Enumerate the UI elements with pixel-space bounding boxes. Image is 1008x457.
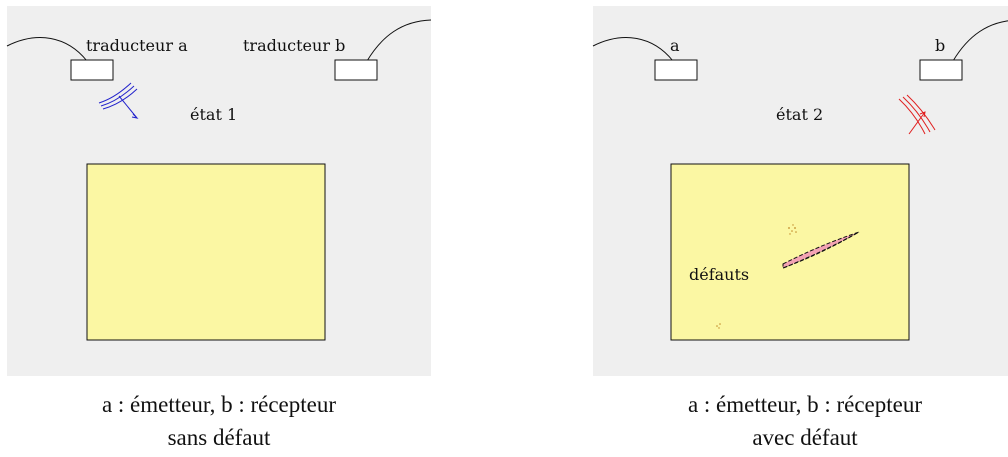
cable-a [6, 37, 88, 62]
caption-state-1: a : émetteur, b : récepteur sans défaut [7, 388, 431, 454]
caption-line-2: avec défaut [752, 425, 858, 450]
panel-state-2: a b état 2 défauts [592, 6, 1008, 376]
porosity-cluster [788, 224, 797, 235]
transducer-b-label: traducteur b [243, 36, 345, 55]
transducer-b-label: b [935, 36, 945, 55]
caption-line-2: sans défaut [167, 425, 271, 450]
porosity-small [716, 323, 721, 329]
received-wave [898, 94, 936, 135]
caption-line-1: a : émetteur, b : récepteur [687, 392, 923, 417]
panel-state-1: traducteur a traducteur b état 1 [6, 6, 432, 376]
cable-a [592, 37, 674, 62]
state-label: état 1 [190, 105, 237, 124]
crack-defect-edge [782, 231, 860, 269]
crack-defect [782, 231, 860, 269]
cable-b [366, 19, 432, 62]
defects-label: défauts [689, 265, 749, 284]
transducer-b [334, 59, 378, 81]
caption-state-2: a : émetteur, b : récepteur avec défaut [593, 388, 1008, 454]
specimen-block [670, 163, 910, 341]
caption-line-1: a : émetteur, b : récepteur [101, 392, 337, 417]
diagram-state-1: traducteur a traducteur b état 1 [6, 19, 432, 341]
emitted-wave [98, 82, 139, 119]
transducer-a-label: traducteur a [86, 36, 188, 55]
transducer-a-label: a [670, 36, 680, 55]
transducer-a [654, 59, 698, 81]
transducer-b [919, 59, 963, 81]
specimen-block [86, 163, 326, 341]
transducer-a [70, 59, 114, 81]
cable-b [952, 20, 1008, 62]
state-label: état 2 [776, 105, 823, 124]
diagram-state-2: a b état 2 défauts [592, 20, 1008, 341]
